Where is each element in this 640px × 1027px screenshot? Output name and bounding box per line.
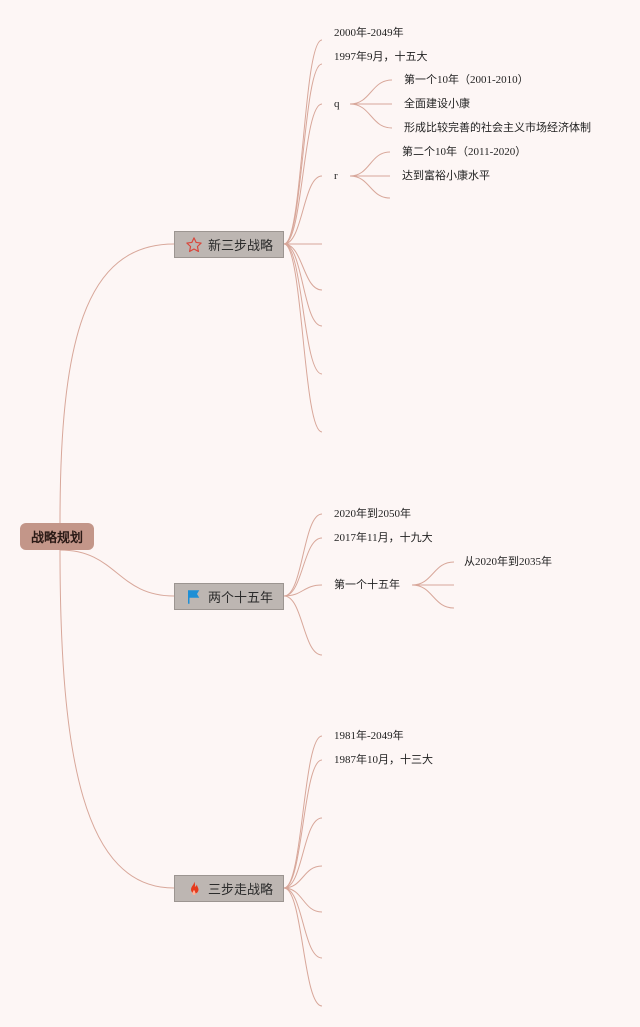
leaf-item[interactable]: 1987年10月，十三大 [334, 754, 433, 766]
root-connector [59, 549, 175, 597]
branch-connector [283, 595, 323, 656]
branch-label: 新三步战略 [207, 239, 273, 254]
branch-connector [283, 243, 323, 327]
sub-connector [411, 561, 455, 586]
branch-label: 三步走战略 [207, 883, 273, 898]
leaf-item[interactable]: q [334, 98, 340, 110]
subleaf-item[interactable]: 形成比较完善的社会主义市场经济体制 [404, 121, 591, 134]
subleaf-item[interactable]: 第二个10年（2011-2020） [402, 146, 527, 158]
branch-connector [283, 513, 323, 597]
branch-connector [283, 759, 323, 889]
leaf-item[interactable]: 1981年-2049年 [334, 730, 404, 742]
branch-label: 两个十五年 [207, 591, 273, 606]
branch-new-three-step[interactable]: 新三步战略 [174, 231, 284, 258]
sub-connector [349, 79, 393, 105]
branch-connector [283, 243, 323, 291]
sub-connector [349, 151, 391, 177]
branch-connector [283, 584, 323, 597]
branch-three-step[interactable]: 三步走战略 [174, 875, 284, 902]
root-connector [59, 243, 175, 524]
subleaf-item[interactable]: 全面建设小康 [404, 97, 470, 110]
branch-connector [283, 865, 323, 889]
branch-connector [283, 243, 323, 433]
branch-connector [283, 537, 323, 597]
branch-connector [283, 735, 323, 889]
root-label: 战略规划 [30, 531, 83, 546]
leaf-item[interactable]: 2017年11月，十九大 [334, 532, 433, 544]
star-outline-icon [185, 236, 203, 254]
subleaf-item[interactable]: 从2020年到2035年 [464, 556, 552, 568]
leaf-item[interactable]: 1997年9月，十五大 [334, 51, 428, 63]
leaf-item[interactable]: 2020年到2050年 [334, 508, 411, 520]
sub-connector [349, 103, 393, 129]
root-connector [59, 549, 175, 889]
branch-connector [283, 243, 323, 375]
branch-connector [283, 175, 323, 245]
fire-icon [185, 880, 203, 898]
branch-connector [283, 817, 323, 889]
branch-connector [283, 887, 323, 959]
branch-connector [283, 103, 323, 245]
sub-connector [349, 175, 391, 199]
leaf-item[interactable]: 2000年-2049年 [334, 27, 404, 39]
branch-connector [283, 887, 323, 913]
subleaf-item[interactable]: 第一个10年（2001-2010） [404, 74, 529, 86]
sub-connector [411, 584, 455, 609]
root-node[interactable]: 战略规划 [20, 523, 94, 550]
leaf-item[interactable]: r [334, 170, 338, 182]
leaf-item[interactable]: 第一个十五年 [334, 578, 400, 591]
branch-two-fifteen-years[interactable]: 两个十五年 [174, 583, 284, 610]
branch-connector [283, 63, 323, 245]
branch-connector [283, 887, 323, 1007]
subleaf-item[interactable]: 达到富裕小康水平 [402, 169, 490, 182]
blue-flag-icon [185, 588, 203, 606]
